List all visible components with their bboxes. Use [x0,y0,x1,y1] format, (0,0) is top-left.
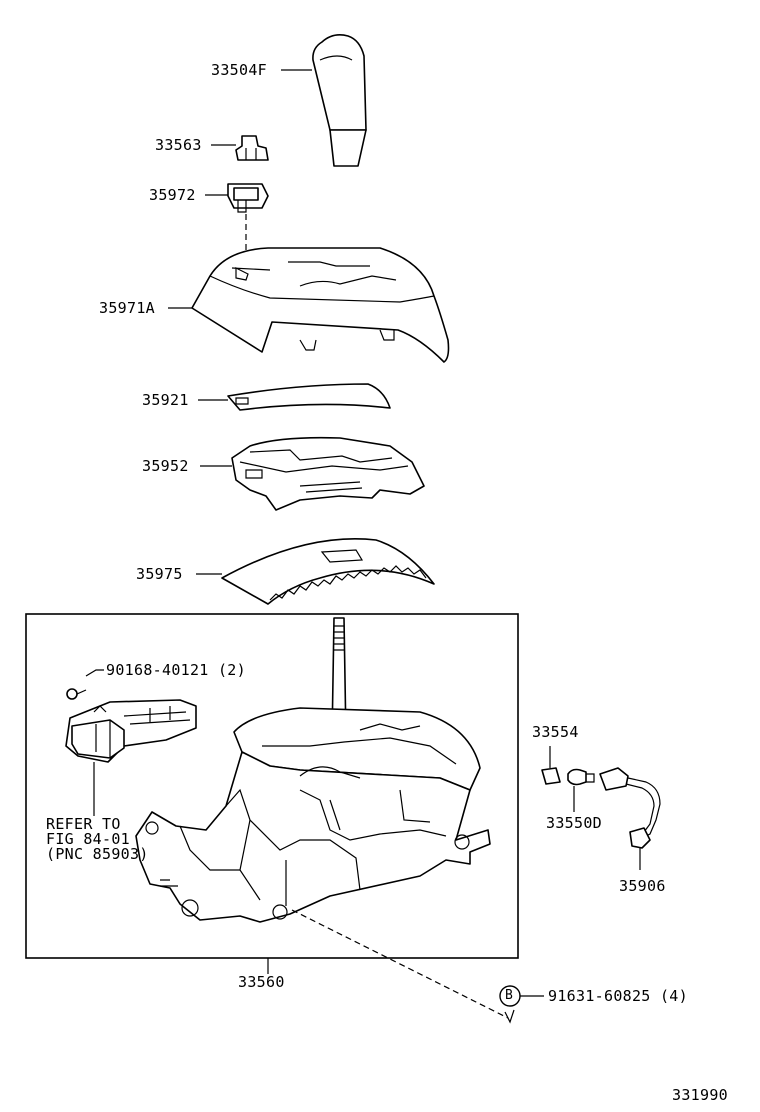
label-33504F: 33504F [211,61,267,79]
bulb-part [567,768,595,786]
dust-cover-part [221,538,435,605]
label-91631-60825: 91631-60825 (4) [548,987,688,1005]
label-35906: 35906 [619,877,666,895]
leader-90168 [85,669,104,677]
screw-part [66,688,87,700]
label-90168-40121: 90168-40121 (2) [106,661,246,679]
socket-cap-part [541,767,561,785]
label-refer-line3: (PNC 85903) [46,845,149,863]
shift-lever-assembly-box [25,613,519,959]
shift-lever-base-part [135,617,491,923]
shift-cover-part [191,247,450,363]
label-35971A: 35971A [99,299,155,317]
label-35921: 35921 [142,391,189,409]
label-refer-line1: REFER TO [46,815,121,833]
indicator-housing-part [231,436,425,511]
bolt-91631-marker [504,1009,515,1024]
figure-number: 331990 [672,1086,728,1104]
wire-harness-part [599,767,661,849]
trim-strip-part [227,383,391,411]
label-35975: 35975 [136,565,183,583]
label-33563: 33563 [155,136,202,154]
badge-b-letter: B [505,988,514,1003]
clip-part [235,135,269,161]
shift-lock-solenoid-part [65,699,197,763]
label-33550D: 33550D [546,814,602,832]
label-33554: 33554 [532,723,579,741]
bracket-part [227,183,269,213]
label-35972: 35972 [149,186,196,204]
label-35952: 35952 [142,457,189,475]
label-refer-line2: FIG 84-01 [46,830,130,848]
shift-knob-part [312,34,367,167]
label-33560: 33560 [238,973,285,991]
dashed-guide-bolt [291,909,509,1019]
